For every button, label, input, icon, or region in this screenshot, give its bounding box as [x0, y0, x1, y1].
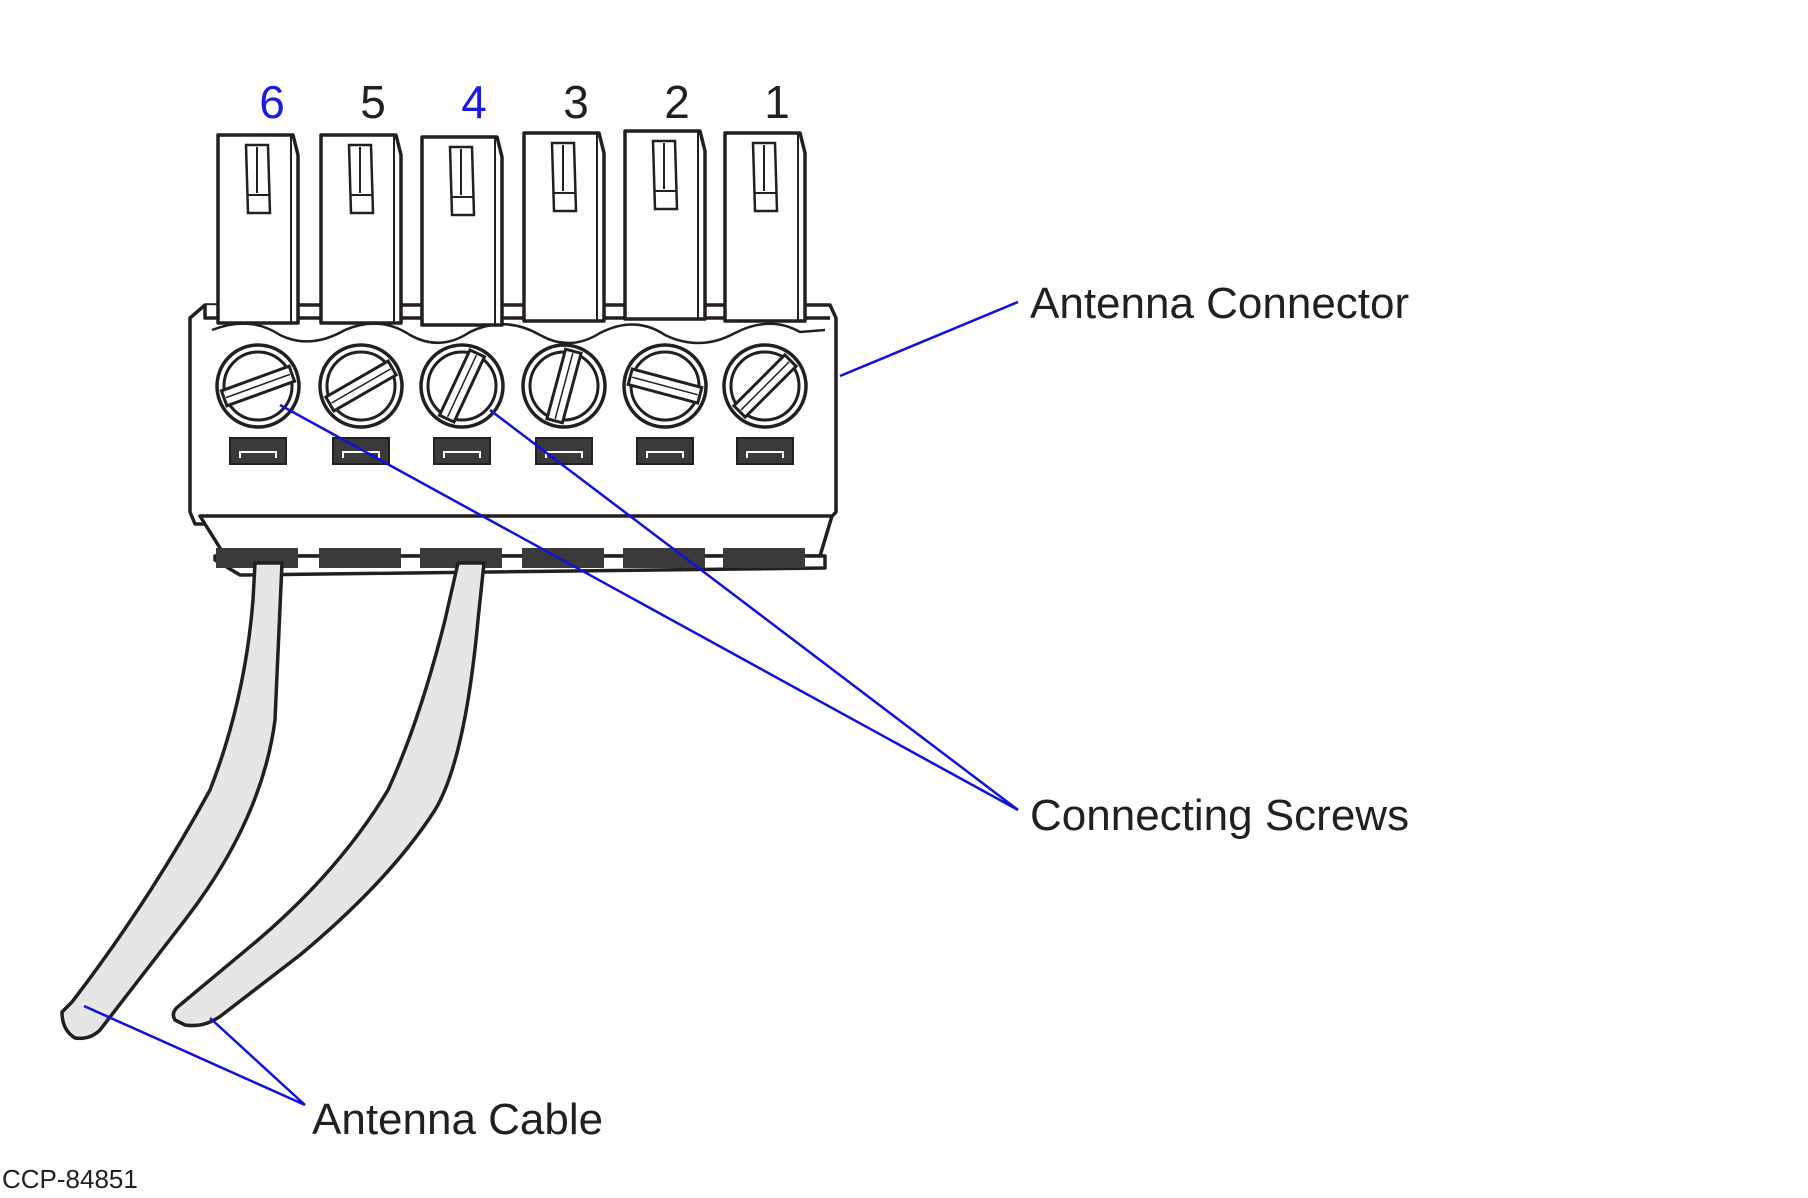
release-slot-1: [736, 437, 794, 465]
screw-3: [521, 343, 607, 429]
connecting-screws: [215, 343, 808, 429]
pin-number-6: 6: [259, 76, 285, 128]
leader-cable-left: [83, 1004, 306, 1107]
release-slots: [229, 437, 794, 465]
terminal-post-4: [420, 135, 504, 327]
release-slot-6: [229, 437, 287, 465]
leader-screw-4: [489, 409, 1019, 811]
screw-6: [215, 343, 301, 429]
pin-number-4: 4: [461, 76, 487, 128]
label-antenna-connector: Antenna Connector: [1030, 279, 1409, 328]
wire-hole-3: [522, 548, 604, 568]
terminal-post-6: [216, 133, 300, 325]
leader-screw-6: [279, 403, 1019, 812]
terminal-post-2: [623, 129, 707, 321]
terminal-post-5: [319, 133, 403, 325]
leader-cable-right: [209, 1017, 306, 1106]
screw-2: [622, 343, 708, 429]
wire-hole-5: [319, 548, 401, 568]
terminal-post-1: [723, 131, 807, 323]
terminal-posts: [216, 129, 807, 327]
release-slot-2: [636, 437, 694, 465]
wire-hole-2: [623, 548, 705, 568]
antenna-cable: [60, 561, 486, 1041]
screw-5: [318, 343, 404, 429]
leader-antenna-connector: [839, 300, 1019, 378]
wire-hole-1: [723, 548, 805, 568]
terminal-post-3: [522, 131, 606, 323]
screw-1: [722, 343, 808, 429]
pin-number-1: 1: [764, 76, 790, 128]
cable-right: [171, 561, 486, 1028]
pin-number-2: 2: [664, 76, 690, 128]
figure-id: CCP-84851: [2, 1164, 138, 1193]
release-slot-4: [433, 437, 491, 465]
leader-lines: [83, 300, 1019, 1107]
label-antenna-cable: Antenna Cable: [312, 1095, 603, 1144]
pin-number-3: 3: [563, 76, 589, 128]
screw-4: [419, 343, 505, 429]
pin-numbers: 6 5 4 3 2 1: [259, 76, 790, 128]
housing-contour: [211, 322, 826, 345]
cable-left: [60, 561, 284, 1041]
pin-number-5: 5: [360, 76, 386, 128]
label-connecting-screws: Connecting Screws: [1030, 791, 1409, 840]
